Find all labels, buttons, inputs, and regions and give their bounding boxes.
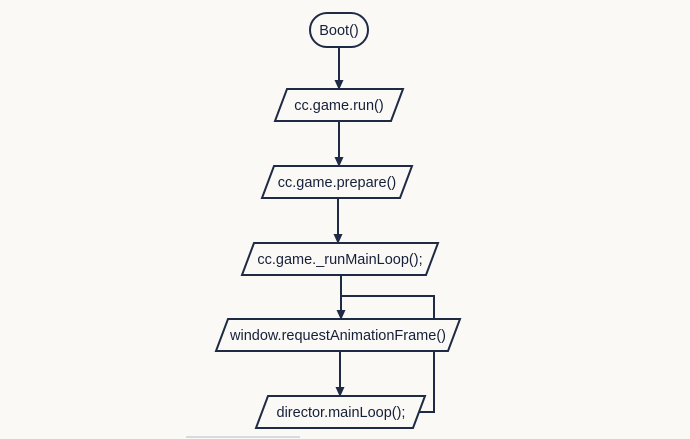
game-prepare-shape [260, 165, 414, 199]
node-director-main-loop[interactable]: director.mainLoop(); [254, 395, 427, 429]
game-run-shape [273, 88, 405, 122]
arrowhead-icon [335, 387, 345, 397]
run-main-loop-shape [240, 242, 440, 276]
node-boot[interactable]: Boot() [309, 12, 369, 48]
arrowhead-icon [334, 80, 344, 90]
arrowhead-icon [334, 157, 344, 167]
game-run-label: cc.game.run() [294, 98, 383, 114]
edge-run-main-loop-to-request-animation-frame [336, 275, 346, 320]
edge-loop-back-director-to-request-animation-frame [342, 295, 435, 413]
boot-label: Boot() [319, 23, 359, 39]
director-main-loop-shape [254, 395, 427, 429]
node-request-animation-frame[interactable]: window.requestAnimationFrame() [214, 318, 462, 352]
edge-boot-to-game-run [334, 47, 344, 90]
run-main-loop-label: cc.game._runMainLoop(); [257, 252, 422, 268]
edge-game-run-to-game-prepare [334, 121, 344, 167]
edge-game-prepare-to-run-main-loop [333, 198, 343, 244]
edge-line [342, 295, 435, 413]
edge-request-animation-frame-to-director-main-loop [335, 351, 345, 397]
arrowhead-icon [336, 310, 346, 320]
request-animation-frame-shape [214, 318, 462, 352]
node-game-run[interactable]: cc.game.run() [273, 88, 405, 122]
request-animation-frame-label: window.requestAnimationFrame() [229, 328, 446, 344]
arrowhead-icon [333, 234, 343, 244]
game-prepare-label: cc.game.prepare() [278, 175, 396, 191]
boot-shape [309, 12, 369, 48]
node-game-prepare[interactable]: cc.game.prepare() [260, 165, 414, 199]
node-run-main-loop[interactable]: cc.game._runMainLoop(); [240, 242, 440, 276]
director-main-loop-label: director.mainLoop(); [277, 405, 406, 421]
